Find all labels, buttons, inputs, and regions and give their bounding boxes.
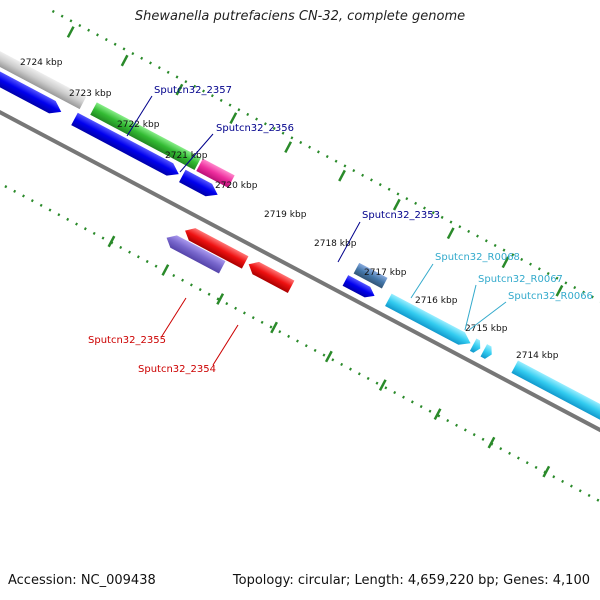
gene-label-sputcn32-r0068[interactable]: Sputcn32_R0068 bbox=[435, 252, 520, 263]
gene-red-2[interactable] bbox=[245, 258, 295, 293]
tick-label: 2714 kbp bbox=[516, 351, 559, 361]
tick-label: 2720 kbp bbox=[215, 181, 258, 191]
rna-sputcn32-r0067[interactable] bbox=[469, 338, 484, 355]
gene-label-sputcn32-2356[interactable]: Sputcn32_2356 bbox=[216, 123, 294, 134]
rna-sputcn32-r0068[interactable] bbox=[385, 293, 474, 350]
gene-label-sputcn32-2354[interactable]: Sputcn32_2354 bbox=[138, 364, 216, 375]
gene-label-sputcn32-2353[interactable]: Sputcn32_2353 bbox=[362, 210, 440, 221]
gene-sputcn32-2356[interactable] bbox=[196, 158, 235, 188]
accession-text: Accession: NC_009438 bbox=[8, 573, 156, 588]
gene-gray[interactable] bbox=[0, 45, 87, 110]
tick-label: 2715 kbp bbox=[465, 324, 508, 334]
gene-sputcn32-2355[interactable] bbox=[182, 224, 249, 269]
tick-label: 2723 kbp bbox=[69, 89, 112, 99]
gene-blue-2[interactable] bbox=[71, 112, 182, 181]
rna-cyan-large[interactable] bbox=[511, 360, 600, 441]
gene-blue-3[interactable] bbox=[179, 169, 221, 201]
gene-label-sputcn32-r0066[interactable]: Sputcn32_R0066 bbox=[508, 291, 593, 302]
tick-label: 2717 kbp bbox=[364, 268, 407, 278]
gene-sputcn32-2357[interactable] bbox=[90, 102, 202, 171]
genome-summary-text: Topology: circular; Length: 4,659,220 bp… bbox=[232, 573, 590, 588]
tick-label: 2721 kbp bbox=[165, 151, 208, 161]
tick-label: 2716 kbp bbox=[415, 296, 458, 306]
gene-label-sputcn32-r0067[interactable]: Sputcn32_R0067 bbox=[478, 274, 563, 285]
gene-blue-1[interactable] bbox=[0, 61, 65, 118]
tick-label: 2724 kbp bbox=[20, 58, 63, 68]
map-title: Shewanella putrefaciens CN-32, complete … bbox=[134, 9, 466, 24]
rna-sputcn32-r0066[interactable] bbox=[480, 344, 496, 361]
gene-sputcn32-2353[interactable] bbox=[353, 262, 388, 289]
genome-backbone bbox=[0, 91, 600, 451]
gene-sputcn32-2354[interactable] bbox=[163, 232, 226, 274]
gene-label-sputcn32-2355[interactable]: Sputcn32_2355 bbox=[88, 335, 166, 346]
major-ticks bbox=[66, 26, 564, 478]
tick-label: 2722 kbp bbox=[117, 120, 160, 130]
gene-label-sputcn32-2357[interactable]: Sputcn32_2357 bbox=[154, 85, 232, 96]
outer-tick-ring bbox=[51, 9, 600, 350]
label-leaders bbox=[126, 95, 507, 366]
tick-label: 2718 kbp bbox=[314, 239, 357, 249]
tick-label: 2719 kbp bbox=[264, 210, 307, 220]
inner-tick-ring bbox=[0, 161, 600, 506]
gene-blue-4[interactable] bbox=[342, 275, 378, 301]
